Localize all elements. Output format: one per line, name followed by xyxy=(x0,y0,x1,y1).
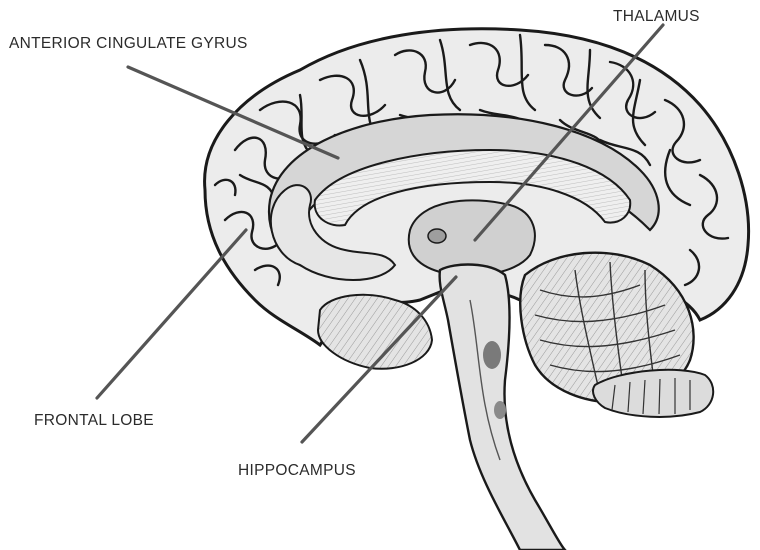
label-hippocampus: HIPPOCAMPUS xyxy=(238,463,356,479)
label-frontal-lobe: FRONTAL LOBE xyxy=(34,413,154,429)
label-thalamus: THALAMUS xyxy=(613,9,700,25)
interthalamic-adhesion xyxy=(428,229,446,243)
cerebellar-tonsil xyxy=(593,370,713,417)
leader-line-frontal-lobe xyxy=(97,230,246,398)
temporal-lobe xyxy=(318,295,432,369)
pons-spot xyxy=(483,341,501,369)
label-anterior-cingulate-gyrus: ANTERIOR CINGULATE GYRUS xyxy=(9,36,248,52)
medulla-spot xyxy=(494,401,506,419)
